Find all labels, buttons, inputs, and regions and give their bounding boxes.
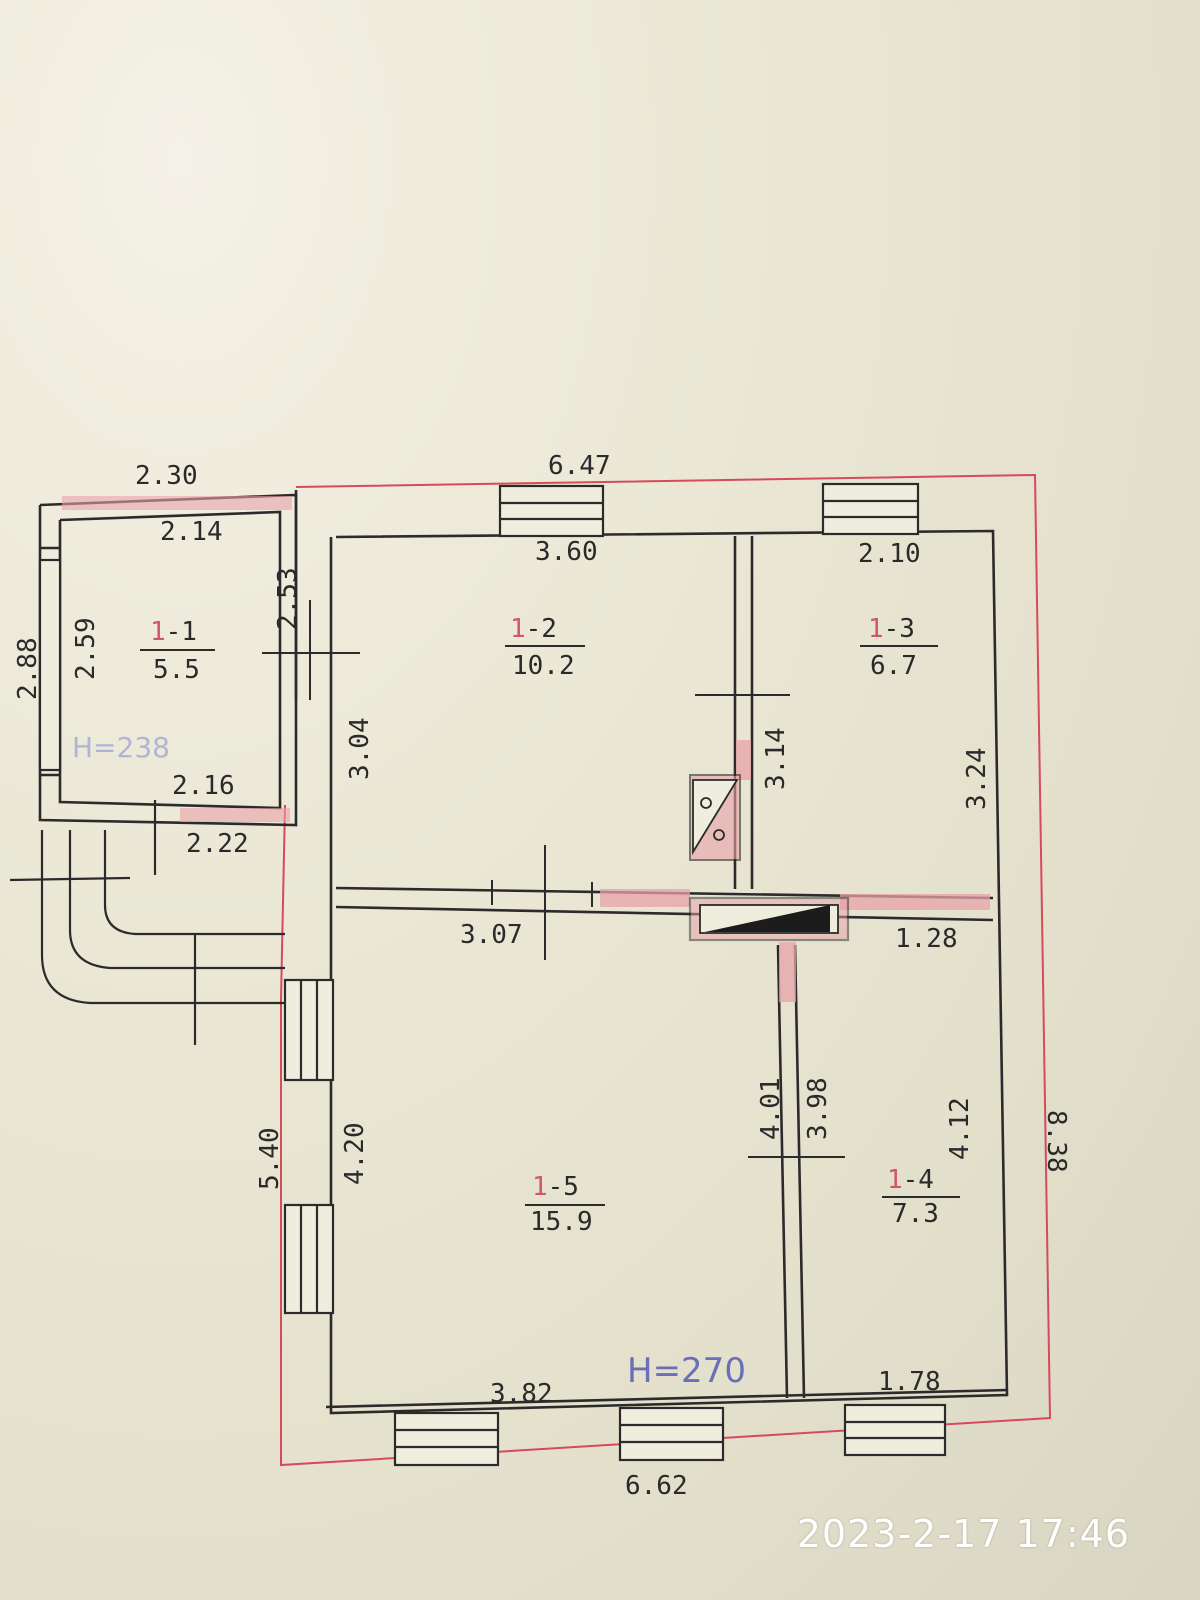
dim-annex-outer-left: 2.88: [13, 637, 43, 700]
photo-timestamp: 2023-2-17 17:46: [796, 1512, 1130, 1556]
room-label-3: 1-3 6.7: [860, 614, 938, 681]
svg-text:1-1: 1-1: [150, 617, 197, 647]
svg-text:5.5: 5.5: [153, 655, 200, 685]
door-marks: [262, 600, 845, 1158]
dim-annex-inner-top: 2.14: [160, 517, 223, 547]
dim-partition-b: 3.98: [803, 1077, 833, 1140]
dim-room5-left: 4.20: [340, 1122, 370, 1185]
dim-room4-top: 1.28: [895, 924, 958, 954]
svg-text:10.2: 10.2: [512, 651, 575, 681]
svg-text:7.3: 7.3: [892, 1199, 939, 1229]
annex-pink-fill: [62, 496, 292, 822]
room-label-4: 1-4 7.3: [882, 1165, 960, 1229]
room-label-2: 1-2 10.2: [505, 614, 585, 681]
dim-room3-right: 3.24: [962, 747, 992, 810]
stove-icon: [688, 774, 850, 942]
dim-house-left: 5.40: [255, 1127, 285, 1190]
building-red-outline: [280, 473, 1052, 1467]
dim-room5-top: 3.07: [460, 920, 523, 950]
svg-text:1-5: 1-5: [532, 1172, 579, 1202]
ceiling-height-annex: H=238: [72, 731, 170, 764]
svg-text:1-3: 1-3: [868, 614, 915, 644]
svg-text:15.9: 15.9: [530, 1207, 593, 1237]
dim-room5-bottom: 3.82: [490, 1379, 553, 1409]
dim-room4-bottom: 1.78: [878, 1367, 941, 1397]
room-label-5: 1-5 15.9: [525, 1172, 605, 1237]
dim-room2-top: 3.60: [535, 537, 598, 567]
wall-pink-fills: [600, 740, 990, 1002]
dim-annex-inner-bottom: 2.16: [172, 771, 235, 801]
svg-text:1-2: 1-2: [510, 614, 557, 644]
dim-room3-top: 2.10: [858, 539, 921, 569]
dim-partition-a: 4.01: [756, 1077, 786, 1140]
dim-annex-inner-right: 2.53: [273, 567, 303, 630]
dim-annex-outer-bottom: 2.22: [186, 829, 249, 859]
dim-house-top: 6.47: [548, 451, 611, 481]
dim-room2-right: 3.14: [761, 727, 791, 790]
dim-house-bottom: 6.62: [625, 1471, 688, 1501]
dim-house-right: 8.38: [1041, 1110, 1071, 1173]
dim-annex-outer-top: 2.30: [135, 461, 198, 491]
dim-room4-right: 4.12: [945, 1097, 975, 1160]
ceiling-height-main: H=270: [627, 1351, 746, 1391]
room-label-1: 1-1 5.5: [140, 617, 215, 685]
svg-text:6.7: 6.7: [870, 651, 917, 681]
svg-text:1-4: 1-4: [887, 1165, 934, 1195]
porch-lines: [9, 800, 285, 1045]
windows: [38, 482, 947, 1467]
dim-room2-left: 3.04: [345, 717, 375, 780]
dim-annex-inner-left: 2.59: [71, 617, 101, 680]
